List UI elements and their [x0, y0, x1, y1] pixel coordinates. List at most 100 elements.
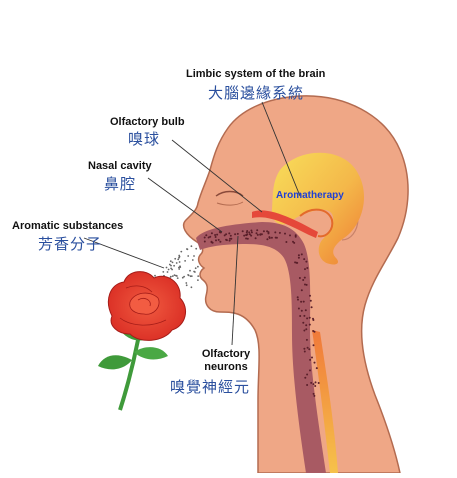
aroma-particle: [180, 250, 183, 253]
aroma-particle: [176, 277, 179, 279]
nasal-passage: [196, 222, 326, 473]
cilia-dot: [228, 239, 231, 242]
cilia-dot: [312, 392, 315, 395]
aroma-particle: [162, 271, 165, 273]
cilia-dot: [243, 234, 246, 237]
rose-stem: [118, 339, 140, 411]
aroma-particle: [171, 275, 174, 277]
aroma-particle: [173, 264, 176, 267]
aroma-particle: [166, 271, 169, 273]
cilia-dot: [223, 234, 226, 237]
cilia-dot: [250, 229, 253, 232]
aroma-particle: [195, 247, 198, 250]
label-aromatherapy: Aromatherapy: [276, 190, 344, 201]
aroma-particle: [185, 284, 188, 287]
cilia-dot: [308, 348, 311, 351]
throat-tract: [312, 330, 338, 473]
aroma-particle: [183, 275, 186, 278]
aroma-particle: [170, 264, 172, 267]
cilia-dot: [303, 347, 306, 350]
label-neurons-en-line2: neurons: [204, 361, 248, 373]
aroma-particle: [169, 260, 172, 263]
cilia-dot: [314, 381, 317, 384]
cilia-dot: [246, 233, 249, 236]
cilia-dot: [303, 258, 306, 261]
cilia-dot: [297, 298, 299, 301]
cilia-dot: [294, 235, 297, 238]
cilia-dot: [305, 324, 308, 327]
cilia-dot: [306, 384, 309, 386]
cilia-dot: [256, 229, 259, 232]
cilia-dot: [236, 232, 239, 235]
cilia-dot: [210, 232, 213, 235]
cilia-dot: [214, 234, 217, 236]
cilia-dot: [305, 283, 308, 286]
cilia-dot: [254, 237, 257, 240]
cilia-dot: [306, 373, 309, 376]
aroma-particle: [177, 258, 180, 261]
cilia-dot: [305, 328, 308, 331]
aroma-particle: [178, 254, 181, 257]
cilia-dot: [246, 237, 249, 240]
cilia-dot: [298, 277, 301, 279]
aroma-particle: [178, 256, 180, 259]
cilia-dot: [315, 367, 318, 370]
cilia-dot: [267, 232, 270, 235]
aroma-particle: [184, 260, 187, 262]
rose-leaf-left: [98, 355, 132, 370]
cilia-dot: [270, 236, 273, 239]
aroma-particle: [174, 257, 177, 260]
cilia-dot: [313, 330, 316, 333]
cilia-dot: [250, 234, 253, 237]
aroma-particle: [191, 259, 194, 261]
label-limbic-zh: 大腦邊緣系統: [208, 84, 305, 102]
cilia-dot: [268, 237, 271, 239]
cilia-dot: [306, 317, 309, 320]
cilia-dot: [312, 344, 315, 347]
label-aromatic-zh: 芳香分子: [38, 235, 103, 253]
cilia-dot: [306, 267, 309, 269]
aroma-particle: [194, 271, 196, 273]
cilia-dot: [234, 233, 237, 236]
aroma-particle: [187, 274, 190, 276]
cilia-dot: [313, 361, 316, 364]
cilia-dot: [285, 241, 288, 243]
aroma-particle: [197, 275, 200, 277]
cilia-dot: [229, 237, 231, 240]
aroma-particle: [165, 266, 168, 269]
aroma-particle: [194, 267, 197, 270]
aroma-particle: [197, 279, 199, 281]
cilia-dot: [313, 394, 316, 397]
cilia-dot: [216, 233, 219, 236]
cilia-dot: [255, 232, 258, 235]
cilia-dot: [215, 239, 217, 242]
cilia-dot: [274, 231, 277, 234]
aroma-particle: [178, 261, 181, 263]
aroma-particle: [193, 255, 195, 257]
cilia-dot: [317, 382, 320, 384]
label-nasal-zh: 鼻腔: [104, 175, 137, 193]
pointer-neurons: [231, 235, 239, 346]
cilia-dot: [310, 306, 313, 309]
cilia-dot: [304, 376, 307, 379]
aroma-particle: [187, 255, 190, 257]
cilia-dot: [225, 238, 228, 241]
cilia-dot: [309, 358, 312, 361]
nasal-cilia-dots: [203, 229, 320, 397]
label-nasal-en: Nasal cavity: [88, 160, 152, 172]
aroma-particle: [175, 262, 178, 264]
cilia-dot: [274, 236, 277, 239]
cilia-dot: [296, 296, 299, 299]
cilia-dot: [297, 307, 300, 310]
cilia-dot: [294, 234, 297, 237]
cilia-dot: [205, 234, 208, 237]
cilia-dot: [302, 321, 305, 324]
aroma-particle: [189, 269, 191, 272]
aroma-particle: [178, 268, 181, 270]
label-neurons-en-line1: Olfactory: [201, 348, 251, 360]
cilia-dot: [312, 383, 315, 386]
aroma-particle: [168, 263, 171, 266]
cilia-dot: [310, 381, 313, 384]
cilia-dot: [309, 299, 312, 302]
